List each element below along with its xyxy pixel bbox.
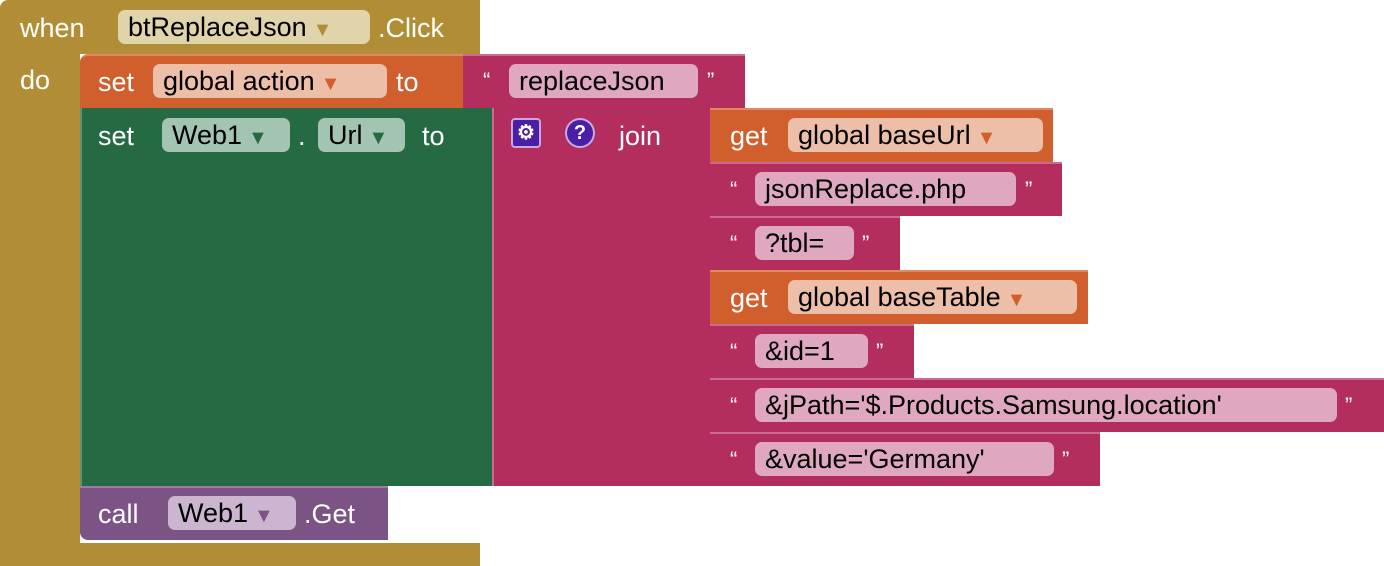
property-name: Url <box>328 120 363 150</box>
event-name: .Click <box>378 13 444 43</box>
component-dropdown[interactable]: btReplaceJson▼ <box>118 10 370 44</box>
get-label: get <box>730 283 768 313</box>
when-label: when <box>20 13 85 43</box>
text-value[interactable]: &id=1 <box>755 334 868 368</box>
get-label: get <box>730 121 768 151</box>
dropdown-arrow-icon: ▼ <box>248 127 268 149</box>
close-quote: ” <box>1062 447 1070 472</box>
component-name: Web1 <box>178 498 249 528</box>
to-label: to <box>396 67 419 97</box>
event-block-bottom <box>0 543 480 566</box>
close-quote: ” <box>862 231 870 256</box>
component-dropdown[interactable]: Web1▼ <box>162 118 290 152</box>
dot-label: . <box>298 121 306 151</box>
dropdown-arrow-icon: ▼ <box>368 127 389 149</box>
event-block-arm <box>0 54 80 566</box>
variable-name: global baseUrl <box>798 120 971 150</box>
set-label: set <box>98 121 135 151</box>
set-property-block[interactable] <box>80 108 492 486</box>
text-value[interactable]: replaceJson <box>509 64 698 98</box>
dropdown-arrow-icon: ▼ <box>320 73 341 95</box>
help-icon[interactable]: ? <box>565 118 595 148</box>
set-label: set <box>98 67 135 97</box>
join-label: join <box>619 121 662 151</box>
text-value[interactable]: &value='Germany' <box>755 442 1054 476</box>
component-name: Web1 <box>172 120 243 150</box>
component-dropdown[interactable]: Web1▼ <box>168 496 296 530</box>
close-quote: ” <box>1025 177 1033 202</box>
dropdown-arrow-icon: ▼ <box>1006 289 1027 311</box>
call-label: call <box>98 499 139 529</box>
open-quote: “ <box>730 231 738 256</box>
do-label: do <box>20 65 51 95</box>
variable-dropdown[interactable]: global action▼ <box>153 64 387 98</box>
close-quote: ” <box>1345 393 1353 418</box>
variable-dropdown[interactable]: global baseUrl▼ <box>788 118 1043 152</box>
open-quote: “ <box>730 447 738 472</box>
dropdown-arrow-icon: ▼ <box>312 19 333 41</box>
to-label: to <box>422 121 445 151</box>
close-quote: ” <box>707 68 715 93</box>
method-name: .Get <box>304 499 356 529</box>
variable-dropdown[interactable]: global baseTable▼ <box>788 280 1077 314</box>
open-quote: “ <box>730 177 738 202</box>
text-value[interactable]: ?tbl= <box>755 226 854 260</box>
open-quote: “ <box>730 339 738 364</box>
variable-name: global baseTable <box>798 282 1001 312</box>
open-quote: “ <box>483 68 491 93</box>
text-value[interactable]: jsonReplace.php <box>755 172 1016 206</box>
dropdown-arrow-icon: ▼ <box>976 127 997 149</box>
gear-icon[interactable]: ⚙ <box>511 118 541 148</box>
variable-name: global action <box>163 66 315 96</box>
open-quote: “ <box>730 393 738 418</box>
text-value[interactable]: &jPath='$.Products.Samsung.location' <box>755 388 1337 422</box>
component-name: btReplaceJson <box>128 12 307 42</box>
close-quote: ” <box>876 339 884 364</box>
join-block[interactable] <box>492 108 710 486</box>
dropdown-arrow-icon: ▼ <box>254 505 274 527</box>
property-dropdown[interactable]: Url▼ <box>318 118 405 152</box>
